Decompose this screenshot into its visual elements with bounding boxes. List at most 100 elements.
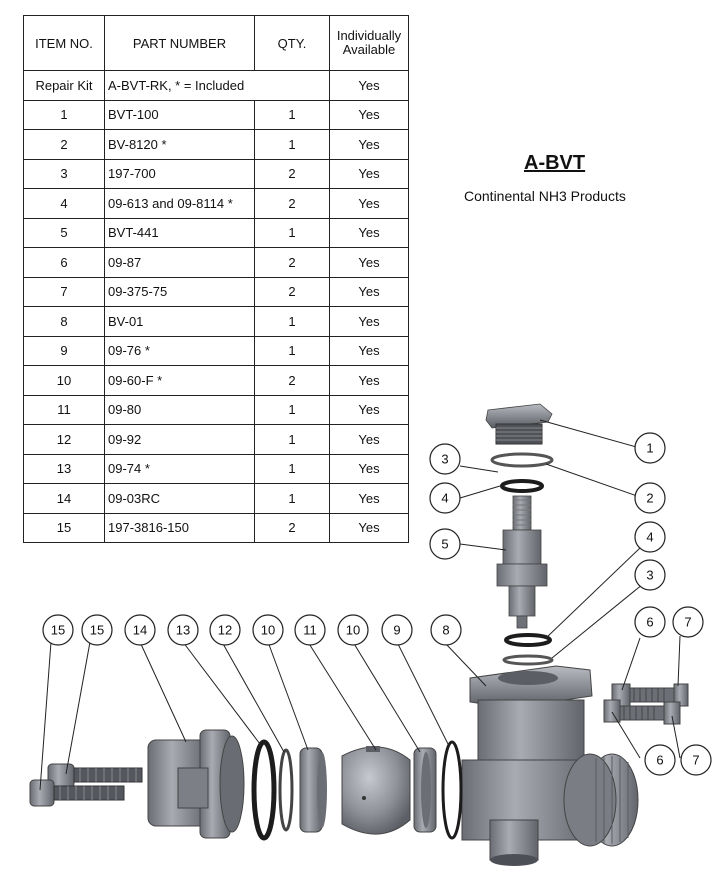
row-qty: 1 <box>254 394 330 425</box>
svg-text:3: 3 <box>441 452 448 467</box>
part-10-seat-right <box>413 747 437 833</box>
row-item: 6 <box>23 247 105 278</box>
callout-7: 7 <box>680 744 712 776</box>
row-available: Yes <box>329 483 409 514</box>
row-available: Yes <box>329 129 409 160</box>
row-available: Yes <box>329 306 409 337</box>
part-3-washer-lower <box>502 654 554 666</box>
header-available-line1: Individually <box>336 28 402 43</box>
callout-14: 14 <box>124 614 156 646</box>
row-qty: 1 <box>254 483 330 514</box>
part-14-end-connector <box>147 729 245 839</box>
svg-text:1: 1 <box>646 441 653 456</box>
svg-text:5: 5 <box>441 537 448 552</box>
svg-text:12: 12 <box>218 623 232 638</box>
parts-table: ITEM NO. PART NUMBER QTY. Individually A… <box>23 15 409 543</box>
row-available: Yes <box>329 512 409 543</box>
svg-text:4: 4 <box>646 530 653 545</box>
part-8-body <box>461 665 639 866</box>
row-qty: 2 <box>254 512 330 543</box>
row-part-number: 09-87 <box>104 247 255 278</box>
callout-3: 3 <box>429 443 461 475</box>
part-1-cap <box>485 403 553 445</box>
row-item: 2 <box>23 129 105 160</box>
row-item: 11 <box>23 394 105 425</box>
callout-15: 15 <box>42 614 74 646</box>
row-part-number: 09-80 <box>104 394 255 425</box>
row-item: 12 <box>23 424 105 455</box>
callout-10: 10 <box>252 614 284 646</box>
table-header-row: ITEM NO. PART NUMBER QTY. Individually A… <box>23 15 409 71</box>
callout-6: 6 <box>634 606 666 638</box>
callout-6: 6 <box>644 744 676 776</box>
row-available: Yes <box>329 394 409 425</box>
callout-1: 1 <box>634 432 666 464</box>
svg-text:15: 15 <box>51 623 65 638</box>
svg-text:6: 6 <box>646 615 653 630</box>
row-part-number: BVT-100 <box>104 99 255 130</box>
row-item: 5 <box>23 217 105 248</box>
callout-4: 4 <box>634 521 666 553</box>
header-item-no: ITEM NO. <box>23 15 105 71</box>
svg-text:2: 2 <box>646 491 653 506</box>
part-6-7-bolts-right <box>603 683 689 725</box>
part-10-seat-left <box>299 747 327 833</box>
row-item: 7 <box>23 276 105 307</box>
callout-15: 15 <box>81 614 113 646</box>
callout-9: 9 <box>381 614 413 646</box>
svg-text:10: 10 <box>261 623 275 638</box>
row-part-number: 09-03RC <box>104 483 255 514</box>
row-qty: 1 <box>254 99 330 130</box>
svg-text:4: 4 <box>441 491 448 506</box>
svg-text:7: 7 <box>684 615 691 630</box>
svg-text:7: 7 <box>692 753 699 768</box>
kit-row: Repair Kit A-BVT-RK, * = Included Yes <box>23 70 409 101</box>
row-available: Yes <box>329 453 409 484</box>
row-part-number: BV-8120 * <box>104 129 255 160</box>
row-available: Yes <box>329 188 409 219</box>
row-available: Yes <box>329 335 409 366</box>
row-qty: 1 <box>254 129 330 160</box>
part-15-bolts <box>29 763 143 807</box>
row-item: 10 <box>23 365 105 396</box>
row-part-number: 09-613 and 09-8114 * <box>104 188 255 219</box>
row-available: Yes <box>329 276 409 307</box>
header-part-number: PART NUMBER <box>104 15 255 71</box>
callout-5: 5 <box>429 528 461 560</box>
row-qty: 1 <box>254 424 330 455</box>
part-4-oring <box>500 479 544 493</box>
callout-2: 2 <box>634 482 666 514</box>
part-9-seal <box>441 740 463 840</box>
row-item: 15 <box>23 512 105 543</box>
svg-text:3: 3 <box>646 568 653 583</box>
header-available-line2: Available <box>342 42 396 57</box>
part-5-stem <box>496 495 548 629</box>
svg-text:9: 9 <box>393 623 400 638</box>
row-item: 8 <box>23 306 105 337</box>
row-item: 1 <box>23 99 105 130</box>
kit-available: Yes <box>329 70 409 101</box>
row-part-number: 09-375-75 <box>104 276 255 307</box>
callout-4: 4 <box>429 482 461 514</box>
callout-13: 13 <box>167 614 199 646</box>
callout-7: 7 <box>672 606 704 638</box>
page-title: A-BVT <box>524 152 586 174</box>
row-part-number: BV-01 <box>104 306 255 337</box>
svg-text:8: 8 <box>442 623 449 638</box>
row-qty: 2 <box>254 365 330 396</box>
part-3-washer <box>490 452 554 468</box>
callout-10: 10 <box>337 614 369 646</box>
svg-text:13: 13 <box>176 623 190 638</box>
part-12-washer <box>278 748 294 832</box>
